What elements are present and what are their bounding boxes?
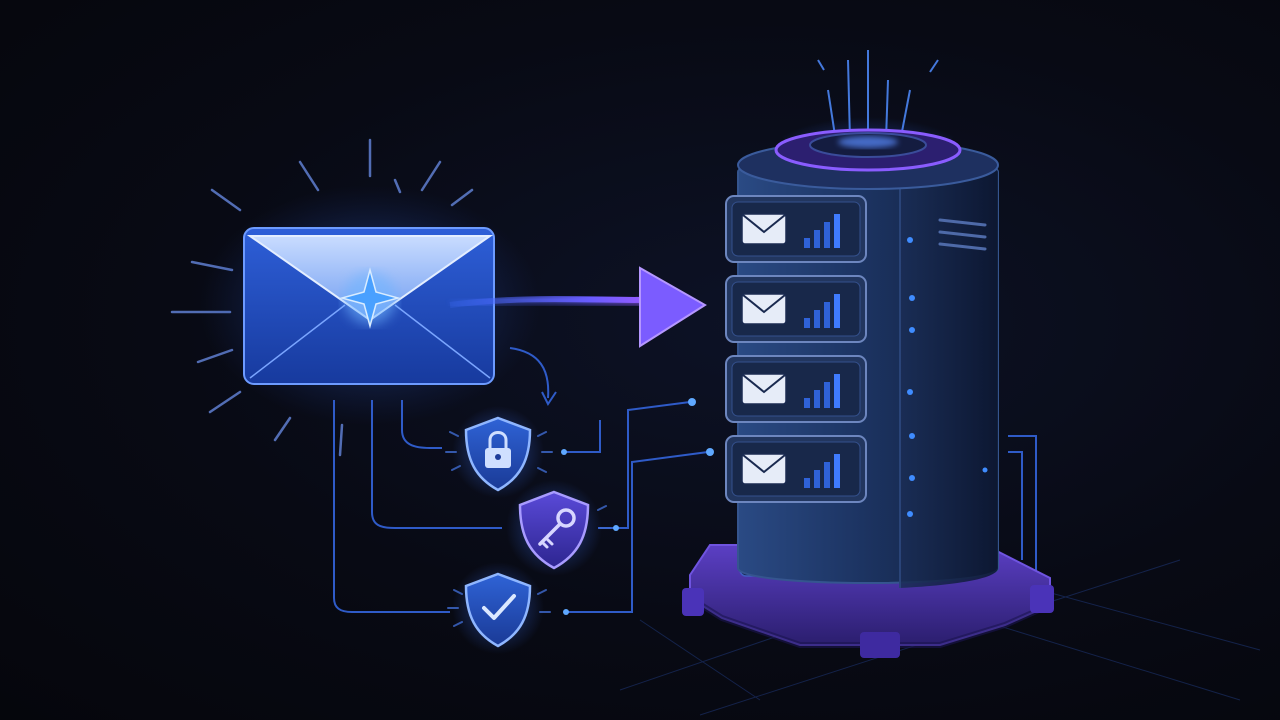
rack-unit — [725, 275, 867, 343]
rack-unit — [725, 355, 867, 423]
envelope-sparkle-icon — [243, 227, 495, 385]
connector-lines — [333, 347, 1037, 613]
rack-unit-list — [725, 195, 867, 503]
key-shield-icon — [506, 480, 602, 576]
mail-icon — [741, 453, 787, 485]
shield-rays — [445, 431, 611, 627]
mail-icon — [741, 373, 787, 405]
server-tower-icon — [682, 50, 1054, 658]
rack-unit — [725, 435, 867, 503]
tower-lights — [907, 237, 988, 517]
tower-vents — [938, 218, 987, 251]
mail-icon — [741, 293, 787, 325]
signal-bars-icon — [804, 294, 840, 328]
connector-dots — [561, 398, 714, 615]
lock-shield-icon — [452, 406, 544, 498]
rack-unit — [725, 195, 867, 263]
check-shield-icon — [452, 562, 544, 654]
mail-icon — [741, 213, 787, 245]
signal-bars-icon — [804, 374, 840, 408]
signal-bars-icon — [804, 454, 840, 488]
flow-arrow-icon — [449, 266, 707, 348]
signal-bars-icon — [804, 214, 840, 248]
